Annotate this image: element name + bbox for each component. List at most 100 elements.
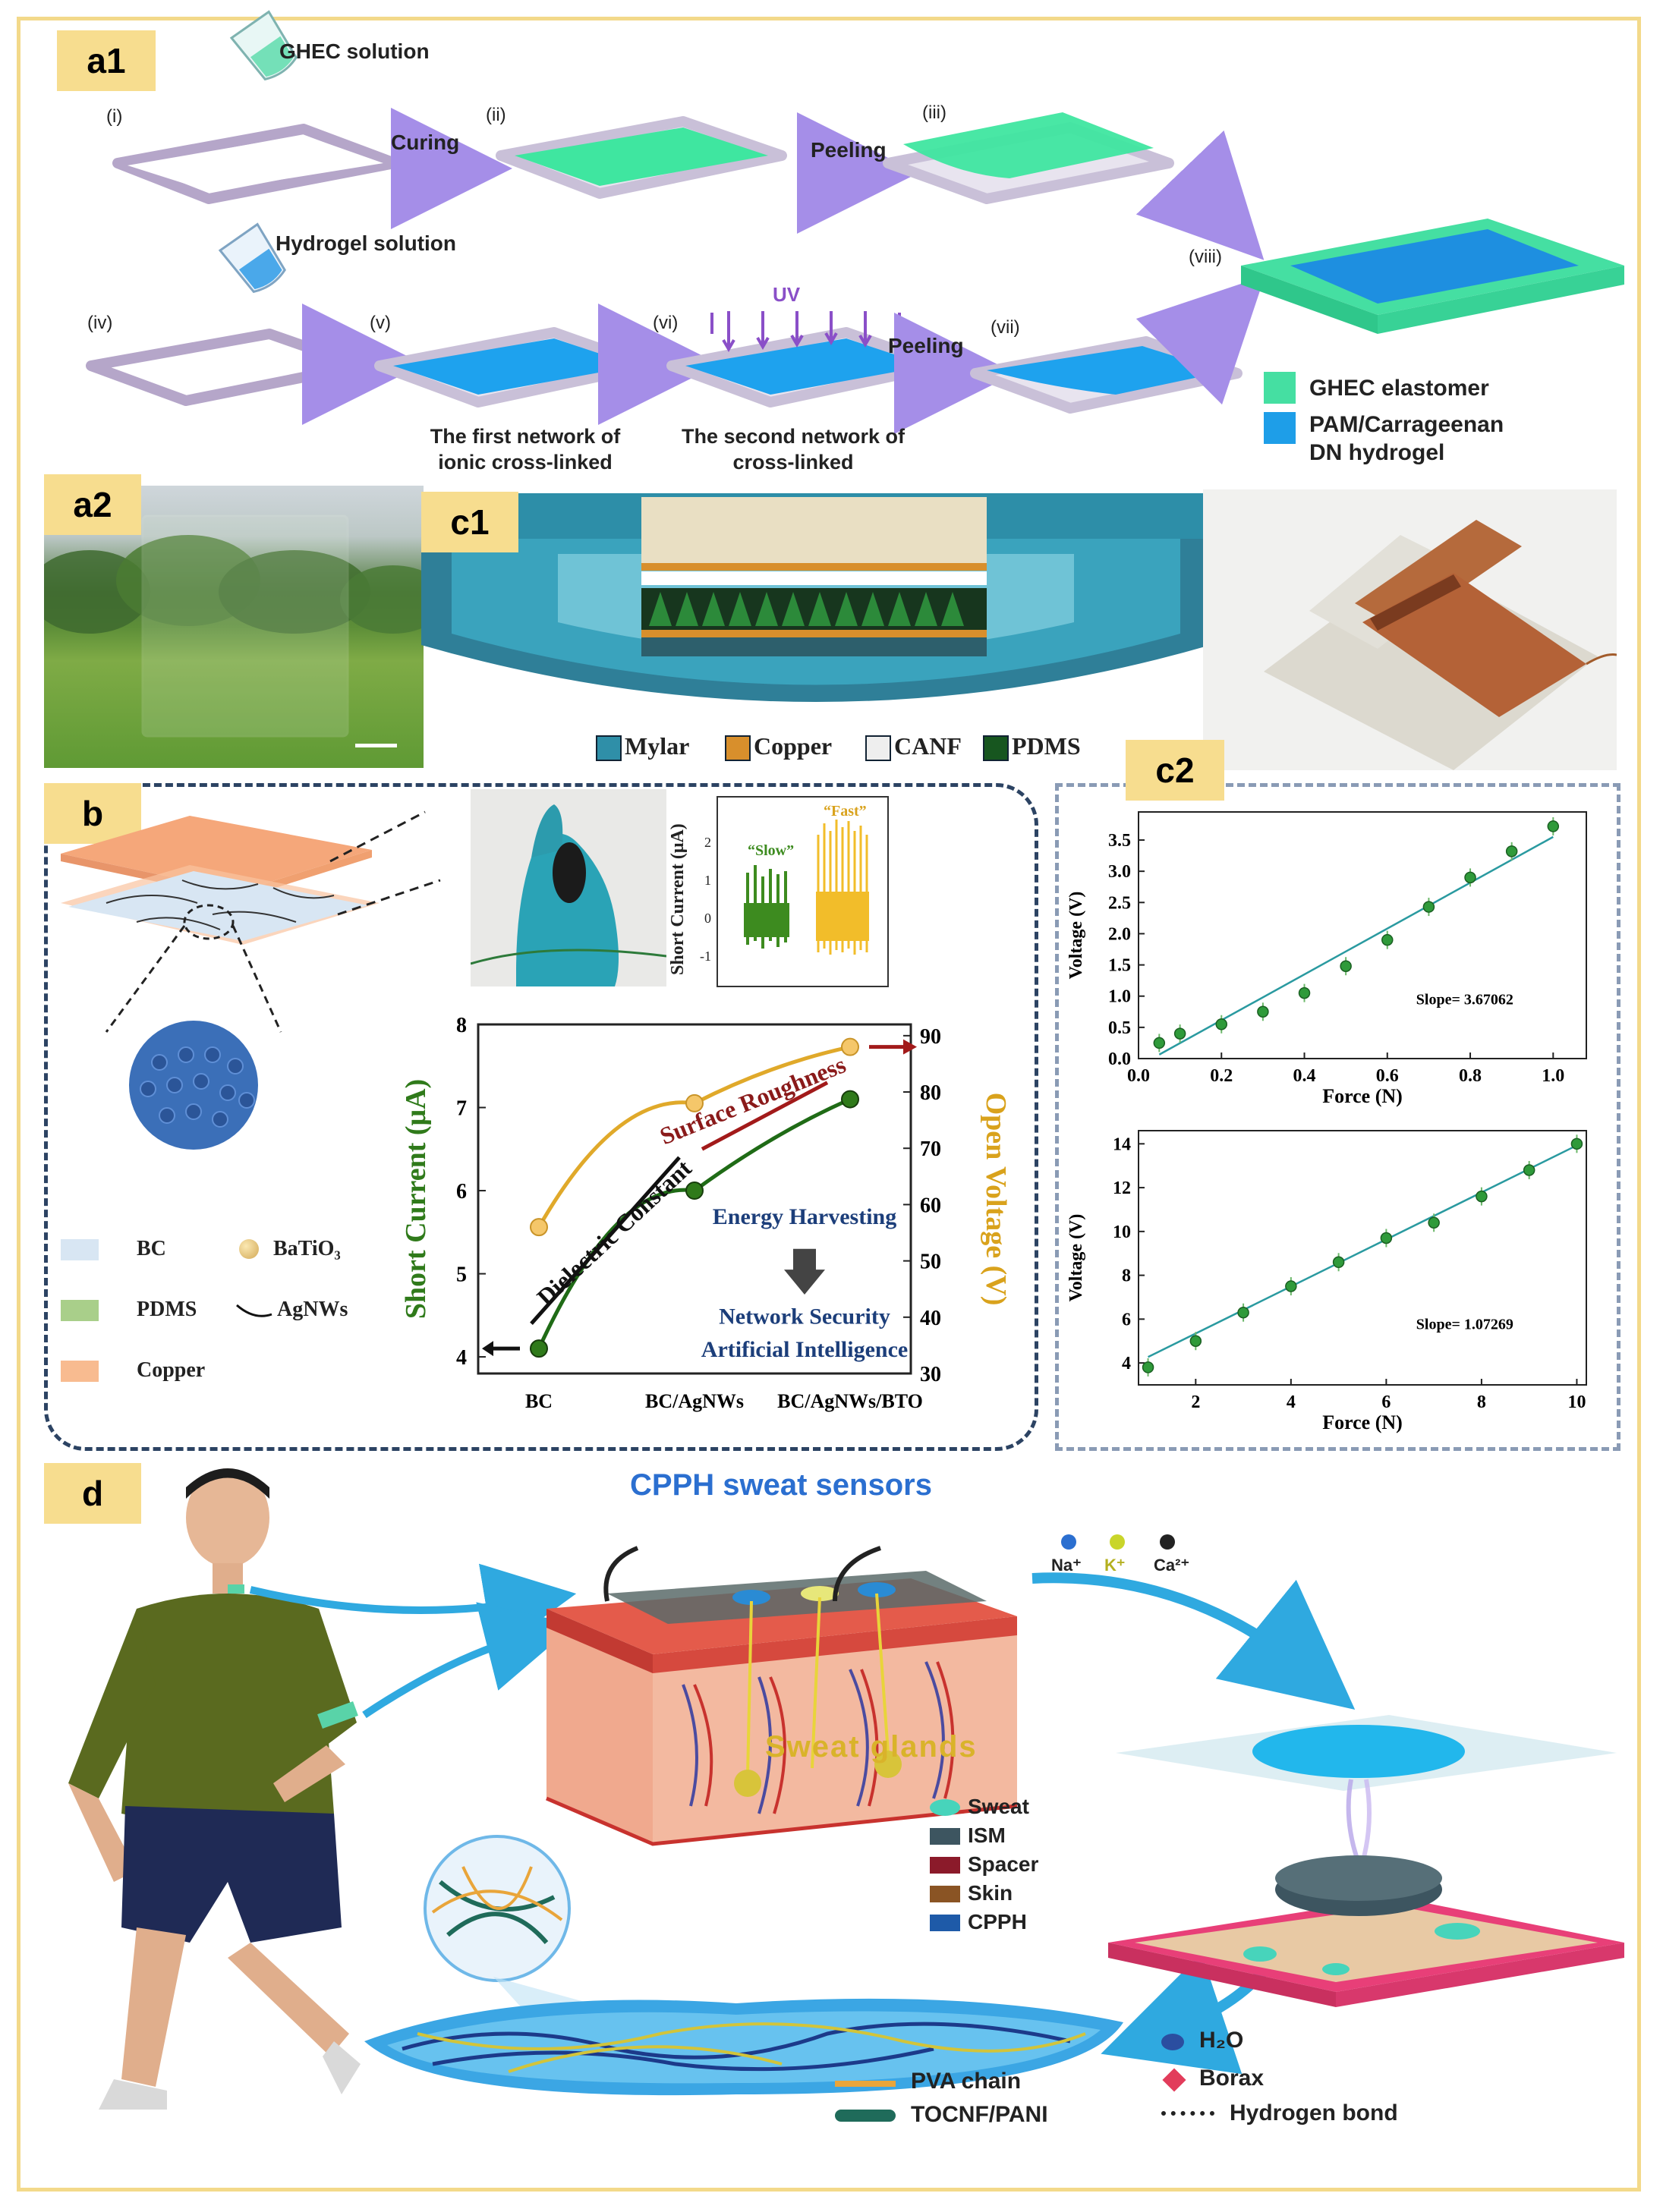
c2-bottom-ytick-label: 10 [1113, 1222, 1131, 1242]
c2-bottom-point [1285, 1280, 1297, 1292]
legend-mylar: Mylar [625, 732, 690, 760]
c2-top-point [1257, 1005, 1269, 1018]
c2-top-point [1381, 933, 1394, 946]
bc-swatch [61, 1239, 99, 1260]
batio3-icon [239, 1239, 259, 1259]
legend-pam-swatch [1264, 412, 1296, 444]
second-network-line2: cross-linked [732, 451, 854, 474]
c2-bottom-point [1332, 1256, 1345, 1269]
c2-top-ylabel: Voltage (V) [1066, 892, 1086, 980]
legend-canf: CANF [894, 732, 962, 760]
c2-top-point [1464, 871, 1476, 884]
b-current-point [685, 1182, 704, 1200]
a1-diagram [86, 10, 1624, 444]
ion-ca: Ca²⁺ [1154, 1556, 1190, 1575]
c2-top-ytick-label: 1.0 [1108, 987, 1131, 1007]
panel-label-a1: a1 [57, 30, 156, 91]
c2-top-point [1298, 986, 1311, 999]
inset-slow-trace [744, 865, 789, 949]
hbond-swatch [1161, 2111, 1214, 2116]
combined-device-viii [1241, 219, 1624, 334]
c2-bottom-point [1189, 1335, 1202, 1347]
c1-photo [1203, 489, 1617, 770]
legend-copper-b: Copper [137, 1358, 206, 1382]
legend-ism: ISM [968, 1823, 1006, 1847]
mold-green-ii [496, 116, 787, 199]
a2-photo [44, 486, 424, 768]
b-ytick-label: 5 [456, 1263, 467, 1287]
c2-top-xtick-label: 0.0 [1127, 1066, 1150, 1086]
c2-top-fit-line [1158, 835, 1554, 1056]
legend-agnws: AgNWs [277, 1298, 348, 1321]
c2-top-ytick-label: 0.5 [1108, 1018, 1131, 1038]
c2-top-point [1340, 960, 1352, 972]
cpph-title: CPPH sweat sensors [630, 1468, 932, 1502]
c2-top-ytick-label: 2.5 [1108, 893, 1131, 913]
d-hydrogel-network [364, 1835, 1123, 2096]
b-ylabel: Short Current (μA) [400, 1079, 432, 1319]
c2-top-ytick-label: 3.5 [1108, 831, 1131, 851]
borax-icon [1162, 2068, 1186, 2092]
b-ytick-label: 8 [456, 1014, 467, 1037]
c2-top-xtick-label: 0.2 [1210, 1066, 1233, 1086]
c2-bottom-fit-line [1147, 1144, 1578, 1358]
c1-legend: Mylar Copper CANF PDMS [596, 732, 1203, 763]
c2-bottom-ytick-label: 4 [1122, 1354, 1131, 1373]
c2-top-xlabel: Force (N) [1322, 1085, 1403, 1107]
c2-bottom-point [1428, 1216, 1440, 1229]
b-roughness-arrow [701, 1081, 829, 1151]
uv-label: UV [773, 283, 801, 306]
legend-spacer: Spacer [968, 1852, 1039, 1876]
wire-hair-icons [603, 1546, 881, 1602]
c2-top-ytick-label: 0.0 [1108, 1049, 1131, 1069]
panel-label-c2: c2 [1126, 740, 1224, 801]
arrow-to-viii-top [1135, 130, 1265, 260]
arm-sensor-icon [317, 1701, 358, 1729]
c2-top-point [1153, 1037, 1166, 1049]
spacer-swatch [930, 1857, 960, 1874]
legend-copper: Copper [754, 732, 833, 760]
legend-sweat: Sweat [968, 1795, 1029, 1818]
c2-bottom-annotation: Slope= 1.07269 [1416, 1316, 1513, 1333]
hydrogel-solution-label: Hydrogel solution [276, 231, 456, 255]
b-y2tick-label: 80 [920, 1081, 941, 1105]
inset-tick-1: 1 [704, 873, 711, 888]
pdms-b-swatch [61, 1300, 99, 1321]
b-current-point [530, 1339, 548, 1358]
c2-top-point [1547, 820, 1560, 832]
h2o-icon [1161, 2034, 1184, 2050]
c2-bottom-xtick-label: 6 [1381, 1392, 1391, 1412]
agnws-icon [236, 1304, 272, 1317]
c2-bottom-point [1476, 1190, 1488, 1203]
step-viii: (viii) [1189, 247, 1222, 267]
first-network-line2: ionic cross-linked [438, 451, 613, 474]
curing-label: Curing [391, 131, 460, 154]
legend-tocnf: TOCNF/PANI [911, 2102, 1048, 2127]
step-iii: (iii) [922, 102, 946, 123]
c2-bottom-point [1570, 1137, 1583, 1150]
c2-top-xtick-label: 1.0 [1542, 1066, 1564, 1086]
c2-top-ytick-label: 2.0 [1108, 924, 1131, 944]
c2-bottom-xtick-label: 2 [1191, 1392, 1200, 1412]
legend-borax: Borax [1199, 2066, 1265, 2091]
panel-label-d: d [44, 1463, 141, 1524]
legend-pam-label-1: PAM/Carrageenan [1309, 412, 1504, 437]
sweat-glands-label: Sweat glands [765, 1730, 978, 1764]
d-skin-section [546, 1571, 1018, 1846]
peeling-label-1: Peeling [811, 138, 887, 162]
c2-bottom-ylabel: Voltage (V) [1066, 1214, 1086, 1302]
b-left-arrowhead [482, 1341, 493, 1357]
b-glove-photo [471, 789, 666, 986]
pva-swatch [835, 2081, 896, 2087]
b-ytick-label: 4 [456, 1346, 467, 1370]
d-layer-legend: Sweat ISM Spacer Skin CPPH [930, 1795, 1142, 1946]
legend-batio3: BaTiO₃ [273, 1237, 341, 1260]
beaker-ghec-icon [229, 10, 298, 81]
step-vii: (vii) [991, 317, 1020, 338]
ism-swatch [930, 1828, 960, 1845]
b-legend: BC BaTiO₃ PDMS AgNWs Copper [61, 1233, 380, 1385]
d-runner-illustration [68, 1468, 361, 2110]
canf-swatch [865, 735, 891, 761]
legend-h2o: H₂O [1199, 2028, 1244, 2053]
